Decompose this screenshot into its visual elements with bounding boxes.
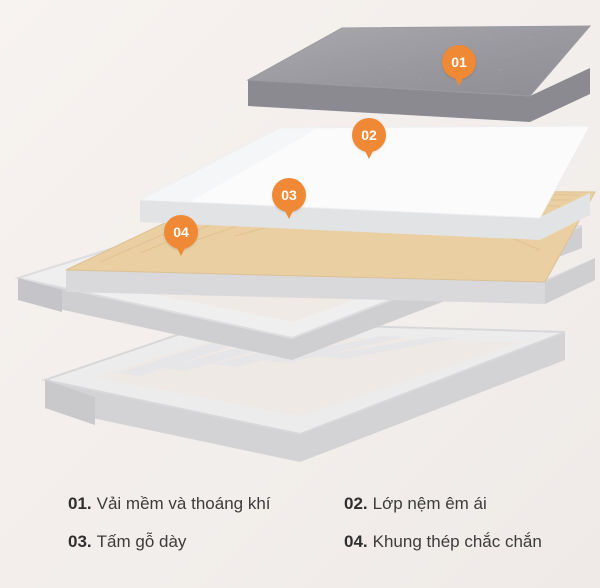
marker-02-tip <box>362 145 376 159</box>
caption-item-01: 01.Vải mềm và thoáng khí <box>68 494 271 514</box>
caption-index-04: 04. <box>344 532 368 551</box>
caption-item-04: 04.Khung thép chắc chắn <box>344 532 542 552</box>
marker-02-label: 02 <box>361 127 377 143</box>
caption-text-04: Khung thép chắc chắn <box>372 532 542 551</box>
marker-04-label: 04 <box>173 224 189 240</box>
caption-item-02: 02.Lớp nệm êm ái <box>344 494 487 514</box>
marker-03: 03 <box>272 178 306 222</box>
marker-01-tip <box>452 72 466 86</box>
caption-text-01: Vải mềm và thoáng khí <box>96 494 271 513</box>
caption-text-02: Lớp nệm êm ái <box>372 494 487 513</box>
marker-01-label: 01 <box>451 54 467 70</box>
marker-04: 04 <box>164 215 198 259</box>
marker-03-label: 03 <box>281 187 297 203</box>
caption-item-03: 03.Tấm gỗ dày <box>68 532 186 552</box>
caption-index-01: 01. <box>68 494 92 513</box>
marker-03-tip <box>282 205 296 219</box>
layer-fabric-top <box>246 25 592 122</box>
caption-index-02: 02. <box>344 494 368 513</box>
caption-index-03: 03. <box>68 532 92 551</box>
caption-text-03: Tấm gỗ dày <box>96 532 187 551</box>
exploded-view-illustration: 01 02 03 04 <box>14 25 596 462</box>
layer-foam <box>138 125 591 240</box>
marker-01: 01 <box>442 45 476 89</box>
marker-04-tip <box>174 242 188 256</box>
marker-02: 02 <box>352 118 386 162</box>
caption-legend: 01.Vải mềm và thoáng khí 02.Lớp nệm êm á… <box>0 470 600 588</box>
